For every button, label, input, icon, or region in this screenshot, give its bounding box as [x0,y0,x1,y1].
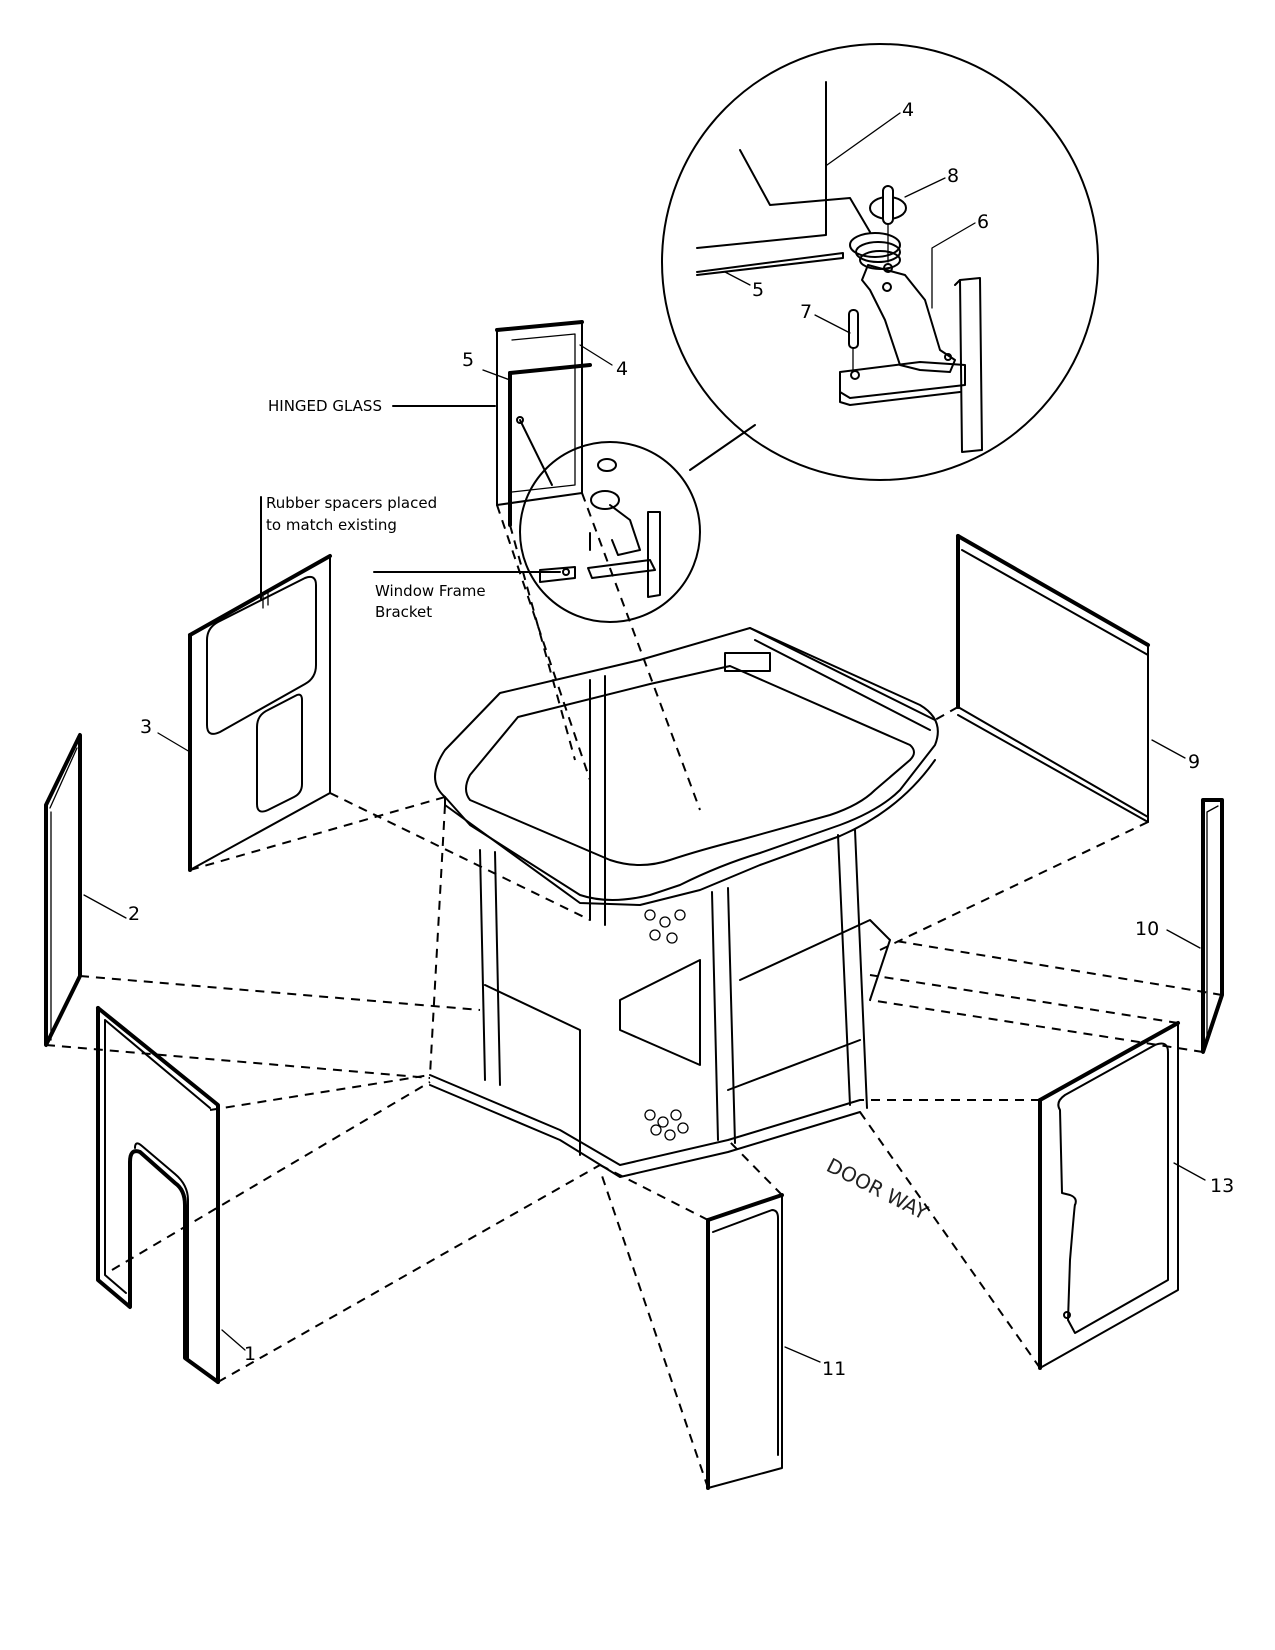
callout-10: 10 [1135,918,1159,940]
note-rubber-spacers-line2: to match existing [266,516,397,534]
part-9-rear-panel [956,534,1186,823]
callout-3: 3 [140,716,152,738]
callout-11: 11 [822,1358,846,1380]
callout-4-detail: 4 [902,99,914,121]
callout-7: 7 [800,301,812,323]
callout-9: 9 [1188,751,1200,773]
assembly-lines [45,492,1223,1489]
cab-frame [429,627,939,1178]
part-3-left-panel [157,554,332,872]
callout-8: 8 [947,165,959,187]
note-hinged-glass: HINGED GLASS [268,397,382,415]
callout-2: 2 [128,903,140,925]
note-rubber-spacers-line1: Rubber spacers placed [266,494,437,512]
callout-5: 5 [462,349,474,371]
callout-5-detail: 5 [752,279,764,301]
part-13-right-panel [1038,1021,1206,1370]
note-window-frame-line1: Window Frame [375,582,486,600]
note-window-frame-line2: Bracket [375,603,432,621]
part-10-side-glass [1166,798,1224,1054]
callout-4: 4 [616,358,628,380]
callout-1: 1 [244,1343,256,1365]
detail-circle-small [519,441,701,623]
part-11-door-glass [706,1193,821,1490]
detail-view-hinge [661,43,1099,481]
callout-6: 6 [977,211,989,233]
part-1-front-panel [96,1006,246,1384]
part-4-hinged-glass [482,320,613,527]
note-door-way: DOOR WAY [823,1153,933,1225]
part-2-side-glass [44,733,127,1047]
callout-13: 13 [1210,1175,1234,1197]
